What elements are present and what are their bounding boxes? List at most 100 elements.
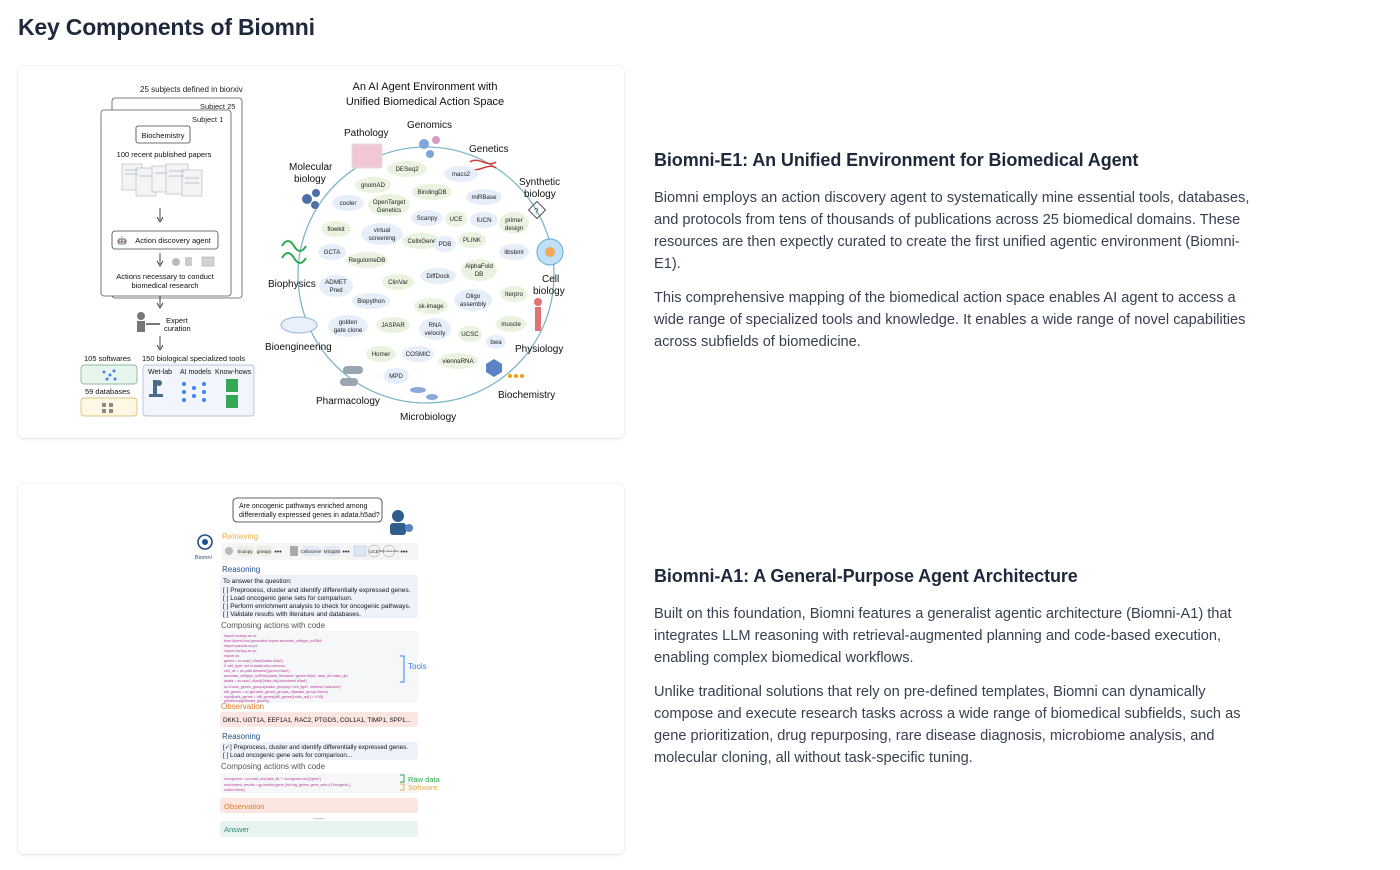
tool-bubble: Biopython <box>352 293 390 309</box>
retrieving-label: Retrieving <box>222 532 258 541</box>
svg-text:cooler: cooler <box>340 200 357 207</box>
svg-text:gnomAD: gnomAD <box>361 182 386 189</box>
svg-text:import pandas as pd: import pandas as pd <box>224 644 257 648</box>
tool-bubble: libsbml <box>499 244 529 260</box>
pathology-icon <box>351 143 383 169</box>
software-annotation: Software <box>408 783 438 792</box>
svg-text:[ ] Validate results with lite: [ ] Validate results with literature and… <box>223 611 361 618</box>
answer-box <box>220 821 418 837</box>
svg-text:gseapy: gseapy <box>257 549 272 554</box>
svg-text:DiffDock: DiffDock <box>426 273 450 280</box>
svg-text:sk-image: sk-image <box>418 303 444 310</box>
svg-text:MPD: MPD <box>389 373 403 380</box>
svg-text:golden: golden <box>339 319 358 326</box>
svg-text:flowkit: flowkit <box>327 226 344 233</box>
svg-text:DESeq2: DESeq2 <box>395 166 419 173</box>
svg-text:Bioengineering: Bioengineering <box>265 342 332 353</box>
svg-text:sc.tl.rank_genes_groups(adata,: sc.tl.rank_genes_groups(adata, groupby='… <box>224 685 341 689</box>
svg-text:Cell: Cell <box>542 274 559 285</box>
svg-text:import scanpy as sc: import scanpy as sc <box>224 634 257 638</box>
svg-text:AlphaFold: AlphaFold <box>465 263 493 270</box>
svg-text:from biomni.tool.genomics impo: from biomni.tool.genomics import annotat… <box>224 639 322 643</box>
svg-text:libsbml: libsbml <box>504 249 523 256</box>
svg-text:Composing actions with code: Composing actions with code <box>221 762 326 771</box>
knowhow-doc-icon <box>226 379 238 392</box>
svg-text:gate clone: gate clone <box>334 327 363 334</box>
svg-text:genes = sc.read_h5ad('adata.h5: genes = sc.read_h5ad('adata.h5ad') <box>224 659 283 663</box>
svg-text:•••: ••• <box>342 549 350 556</box>
page-title: Key Components of Biomni <box>18 14 315 40</box>
device-icon <box>280 316 318 334</box>
composing-label: Composing actions with code <box>221 621 326 630</box>
scientist-icon <box>390 510 413 535</box>
observation-box-2 <box>220 798 418 813</box>
svg-text:print(len(significant_genes)): print(len(significant_genes)) <box>224 699 270 703</box>
a1-figure-card: Are oncogenic pathways enriched among di… <box>18 484 624 854</box>
svg-text:UCE: UCE <box>449 216 462 223</box>
a1-text: Biomni-A1: A General-Purpose Agent Archi… <box>654 566 1264 781</box>
tool-bubble: Homer <box>366 346 396 362</box>
svg-text:Homer: Homer <box>372 351 391 358</box>
e1-paragraph-1: Biomni employs an action discovery agent… <box>654 190 1250 272</box>
svg-text:Reasoning: Reasoning <box>222 732 260 741</box>
reasoning-label: Reasoning <box>222 565 260 574</box>
tool-bubble: COSMIC <box>402 346 434 362</box>
svg-text:differentially expressed genes: differentially expressed genes in adata.… <box>239 512 380 519</box>
svg-text:ClinVar: ClinVar <box>388 279 408 286</box>
svg-text:DKK1, UGT1A, EEF1A1, RAC2, PTG: DKK1, UGT1A, EEF1A1, RAC2, PTGDS, COL1A1… <box>223 717 411 724</box>
papers-label: 100 recent published papers <box>117 150 212 159</box>
code-box-2 <box>220 773 418 793</box>
pill-icon <box>340 366 363 386</box>
tool-bubble: GCTA <box>318 244 346 260</box>
tool-bubble: cooler <box>332 195 364 211</box>
svg-text:miRBase: miRBase <box>471 194 497 201</box>
tool-bubble: JASPAR <box>376 317 410 333</box>
svg-text:Actions necessary to conduct: Actions necessary to conduct <box>116 272 214 281</box>
svg-text:screening: screening <box>369 235 396 242</box>
svg-text:OpenTarget: OpenTarget <box>373 199 406 206</box>
svg-text:PDB: PDB <box>439 241 452 248</box>
body-icon <box>534 298 542 331</box>
subject-25-label: Subject 25 <box>200 102 235 111</box>
code-lines: import scanpy as sc from biomni.tool.gen… <box>224 634 348 703</box>
tool-bubbles: DESeq2 macs2 gnomAD BindingDB miRBase co… <box>318 161 529 384</box>
svg-text:Synthetic: Synthetic <box>519 177 560 188</box>
biomni-logo-icon <box>197 534 213 550</box>
svg-text:•••: ••• <box>400 549 408 556</box>
svg-text:Observation: Observation <box>224 802 264 811</box>
observation-label: Observation <box>221 702 264 711</box>
svg-text:Scanpy: Scanpy <box>417 215 439 222</box>
svg-text:assembly: assembly <box>460 301 487 308</box>
svg-text:AI models: AI models <box>180 369 212 376</box>
svg-text:Genetics: Genetics <box>377 207 401 214</box>
svg-text:Are oncogenic pathways enriche: Are oncogenic pathways enriched among <box>239 503 368 510</box>
svg-text:To answer the question:: To answer the question: <box>223 578 292 585</box>
svg-text:primer: primer <box>505 217 523 224</box>
e1-text: Biomni-E1: An Unified Environment for Bi… <box>654 150 1264 365</box>
tool-bubble: DiffDock <box>420 268 456 284</box>
tool-bubble: sk-image <box>414 298 448 314</box>
svg-text:if 'cell_type' not in adata.ob: if 'cell_type' not in adata.obs.columns: <box>224 664 286 668</box>
section-a1: Are oncogenic pathways enriched among di… <box>18 484 1398 854</box>
tools-label: 150 biological specialized tools <box>142 354 245 363</box>
svg-text:[ ] Preprocess, cluster and id: [ ] Preprocess, cluster and identify dif… <box>223 587 411 594</box>
softwares-label: 105 softwares <box>84 354 131 363</box>
svg-text:UCE: UCE <box>369 549 379 554</box>
agent-box-label: Action discovery agent <box>135 236 211 245</box>
tool-bubble: flowkit <box>321 221 351 237</box>
subjects-caption: 25 subjects defined in biorxiv <box>140 85 243 94</box>
section-e1: 25 subjects defined in biorxiv Subject 2… <box>18 66 1398 438</box>
database-grid-icon <box>102 403 113 413</box>
svg-text:velocity: velocity <box>425 330 447 337</box>
svg-text:Biophysics: Biophysics <box>268 279 316 290</box>
svg-text:GCTA: GCTA <box>324 249 342 256</box>
svg-text:cell_dir = os.path.dirname('ge: cell_dir = os.path.dirname('genes.h5ad') <box>224 669 289 673</box>
svg-text:annotate_celltype_scRNA(adata_: annotate_celltype_scRNA(adata_filename='… <box>224 674 348 678</box>
svg-text:Oligo assembly: Oligo assembly <box>379 549 400 553</box>
svg-text:Pathology: Pathology <box>344 128 388 139</box>
reasoning-box <box>220 575 418 618</box>
svg-text:MSigDB: MSigDB <box>324 549 341 554</box>
